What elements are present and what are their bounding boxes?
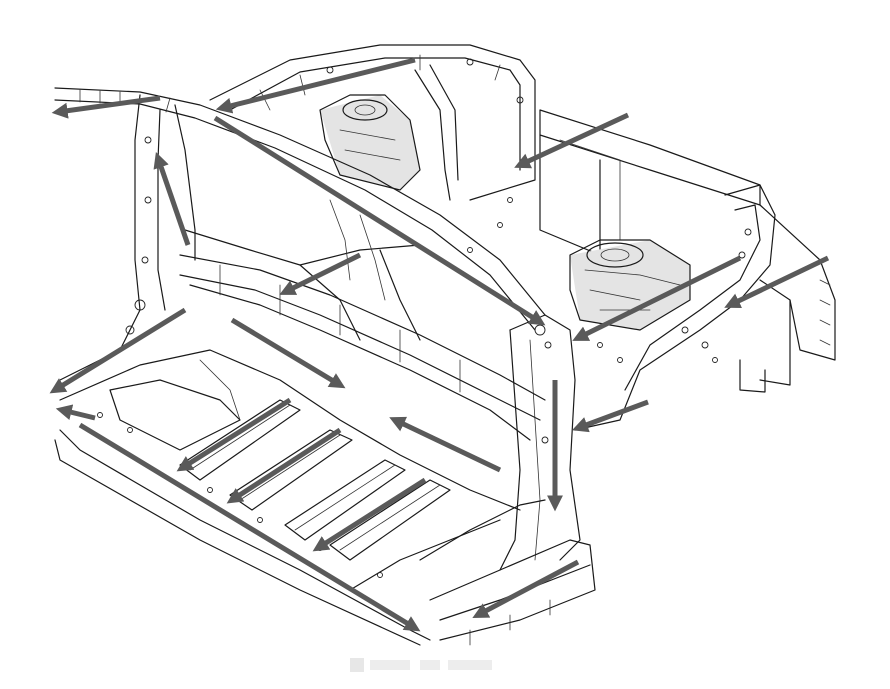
arrow-trunk-upper — [514, 112, 630, 169]
roof-side-rail — [54, 87, 546, 331]
arrow-b-pillar-left-up — [153, 151, 191, 246]
left-b-pillar — [59, 94, 196, 381]
rear-shock-tower-right — [569, 239, 691, 331]
rear-shock-tower-left — [319, 94, 421, 191]
arrow-roof-rail-rear — [51, 95, 161, 119]
watermark-smudge — [350, 658, 492, 672]
arrow-front-sill-right — [472, 559, 580, 618]
arrow-rear-rail-lower — [572, 399, 649, 433]
arrow-floor-crossmember — [230, 317, 346, 389]
arrow-left-rocker — [55, 404, 96, 421]
floor-ribs — [179, 399, 451, 561]
front-sill — [349, 499, 596, 646]
load-path-arrows — [49, 57, 830, 632]
arrow-rear-rail-right — [724, 255, 830, 309]
arrow-center-crossmember — [389, 416, 502, 473]
arrow-floor-rib-2 — [226, 427, 342, 504]
arrow-floor-rib-1 — [176, 397, 292, 472]
arrow-shock-tower-right — [572, 255, 742, 341]
floor-pan — [54, 349, 521, 646]
right-b-pillar — [499, 314, 581, 571]
arrow-left-sill-rear — [49, 307, 187, 394]
arrow-parcel-shelf — [215, 57, 416, 114]
arrow-front-sill-left — [78, 422, 421, 632]
floor-crossmember — [179, 254, 546, 441]
body-structure-lineart — [54, 44, 836, 646]
rear-upper-frame — [209, 44, 536, 201]
arrow-floor-rib-3 — [312, 477, 427, 552]
rear-trunk-box — [539, 109, 836, 393]
upper-crossmember — [184, 199, 421, 341]
arrow-crossmember-upper — [279, 252, 362, 295]
arrow-roof-rail-front — [213, 115, 546, 326]
